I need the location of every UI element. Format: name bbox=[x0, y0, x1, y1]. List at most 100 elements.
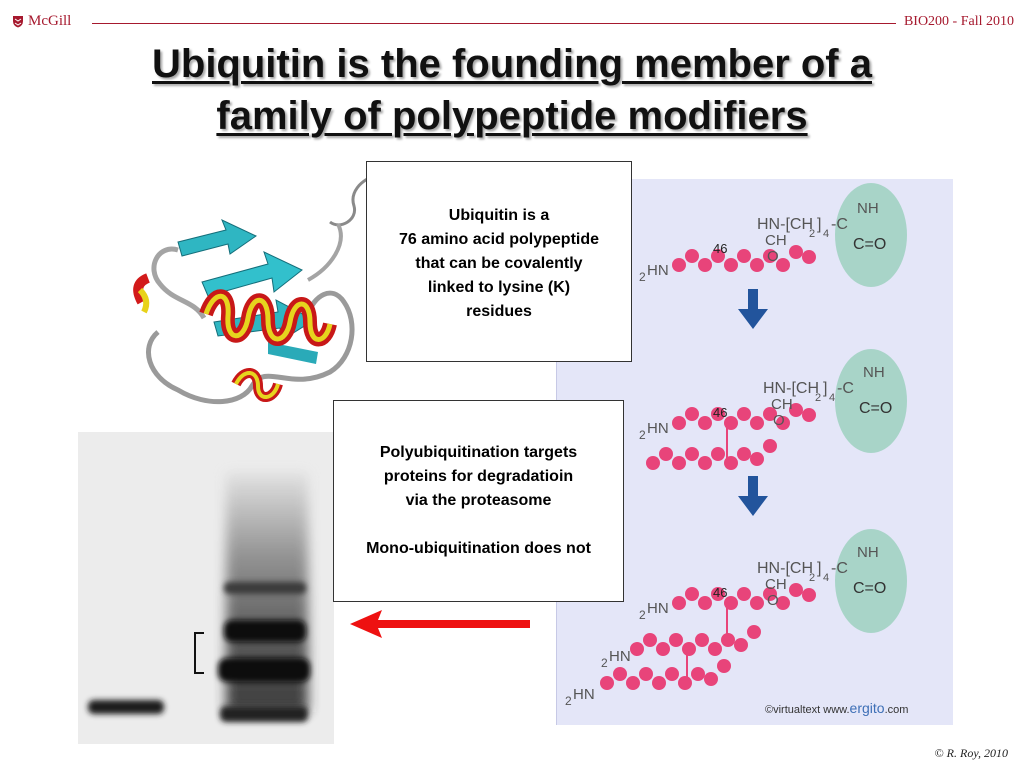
ubiquitin-chain-1-bead bbox=[711, 249, 725, 263]
target-protein-oval-3 bbox=[835, 529, 907, 633]
header-rule bbox=[92, 23, 896, 24]
ubiquitin-chain-3c-bead bbox=[717, 659, 731, 673]
slide-title-line-2: family of polypeptide modifiers bbox=[216, 94, 808, 138]
ubiquitin-chain-2a-bead bbox=[685, 407, 699, 421]
ubiquitin-chain-3c-bead bbox=[626, 676, 640, 690]
ubiquitin-chain-3b-bead bbox=[721, 633, 735, 647]
ubiquitin-chain-3b-bead bbox=[669, 633, 683, 647]
ubiquitin-chain-1-bead bbox=[698, 258, 712, 272]
blot-band-monomer bbox=[88, 700, 164, 714]
structure-callout-line-2: 76 amino acid polypeptide bbox=[398, 231, 600, 248]
ubiquitin-chain-2b-bead bbox=[763, 439, 777, 453]
blot-band-2 bbox=[224, 620, 306, 642]
lysine-46-label: 46 bbox=[713, 241, 727, 256]
ubiquitin-chain-2b-bead bbox=[737, 447, 751, 461]
blot-band-3 bbox=[218, 658, 310, 682]
side-chain-sub2-1: 2 bbox=[809, 228, 815, 240]
target-protein-oval-1 bbox=[835, 183, 907, 287]
ubiquitin-chain-2b bbox=[646, 439, 777, 470]
credit-site-suffix: .com bbox=[884, 704, 909, 716]
ubiquitin-chain-3a-bead bbox=[802, 588, 816, 602]
amino-terminus-3: HN bbox=[647, 600, 669, 617]
blot-band-4 bbox=[220, 706, 308, 722]
diagram-credit: ©virtualtext www.ergito.com bbox=[765, 700, 908, 716]
side-chain-close-3: ] bbox=[817, 560, 821, 577]
ubiquitin-chain-2b-bead bbox=[672, 456, 686, 470]
amino-terminus-3-subscript: 2 bbox=[639, 608, 646, 622]
amino-terminus-1: HN bbox=[647, 262, 669, 279]
ubiquitin-chain-3a-bead bbox=[789, 583, 803, 597]
ubiquitin-chain-1-bead bbox=[776, 258, 790, 272]
structure-callout-line-3: that can be covalently bbox=[415, 255, 583, 272]
ubiquitin-chain-3a-bead bbox=[750, 596, 764, 610]
ubiquitin-chain-2a-bead bbox=[802, 408, 816, 422]
ubiquitin-chain-2a-bead bbox=[724, 416, 738, 430]
ubiquitin-chain-3b-bead bbox=[708, 642, 722, 656]
function-callout: Polyubiquitination targets proteins for … bbox=[333, 400, 624, 602]
backbone-ch-3: CH bbox=[765, 576, 787, 593]
ubiquitin-chain-3b-bead bbox=[695, 633, 709, 647]
function-callout-line-2: proteins for degradatioin bbox=[383, 468, 574, 485]
ubiquitin-chain-2b-bead bbox=[711, 447, 725, 461]
ubiquitin-chain-1 bbox=[672, 245, 816, 272]
ubiquitin-chain-3a bbox=[672, 583, 816, 610]
side-chain-close-2: ] bbox=[823, 380, 827, 397]
carbonyl-nh-1: NH bbox=[857, 200, 879, 217]
carbonyl-co-3: C=O bbox=[853, 580, 886, 597]
ubiquitin-chain-2a-bead bbox=[672, 416, 686, 430]
red-pointer-arrow bbox=[350, 610, 530, 638]
ubiquitin-chain-1-bead bbox=[672, 258, 686, 272]
ubiquitin-chain-2b-bead bbox=[724, 456, 738, 470]
backbone-ch-2: CH bbox=[771, 396, 793, 413]
ubiquitin-chain-3a-bead bbox=[776, 596, 790, 610]
lysine-46-label: 46 bbox=[713, 585, 727, 600]
ubiquitin-chain-3c-bead bbox=[704, 672, 718, 686]
ubiquitin-chain-3c-bead bbox=[639, 667, 653, 681]
ubiquitin-ribbon-structure bbox=[133, 172, 380, 405]
ubiquitin-chain-3b-bead bbox=[656, 642, 670, 656]
slide-title-line-1: Ubiquitin is the founding member of a bbox=[152, 42, 872, 86]
ubiquitin-chain-2b-bead bbox=[750, 452, 764, 466]
backbone-o-3: O bbox=[767, 592, 779, 609]
ubiquitin-chain-2a-bead bbox=[711, 407, 725, 421]
ubiquitin-chain-3c-bead bbox=[613, 667, 627, 681]
carbonyl-co-2: C=O bbox=[859, 400, 892, 417]
ubiquitin-chain-1-bead bbox=[802, 250, 816, 264]
ubiquitin-chain-1-bead bbox=[789, 245, 803, 259]
ubiquitin-chain-3c-bead bbox=[600, 676, 614, 690]
function-callout-line-1: Polyubiquitination targets bbox=[379, 444, 578, 461]
credit-publisher: ©virtualtext bbox=[765, 704, 821, 716]
credit-site-prefix: www. bbox=[823, 704, 850, 716]
ubiquitin-chain-3a-bead bbox=[698, 596, 712, 610]
backbone-o-1: O bbox=[767, 248, 779, 265]
carbonyl-co-1: C=O bbox=[853, 236, 886, 253]
structure-callout-line-4: linked to lysine (K) bbox=[427, 279, 571, 296]
amino-terminus-2: HN bbox=[647, 420, 669, 437]
side-chain-head-2: HN-[CH bbox=[763, 380, 819, 397]
ubiquitin-chain-2a bbox=[672, 403, 816, 430]
structure-callout-line-1: Ubiquitin is a bbox=[448, 207, 550, 224]
ubiquitin-chain-3a-bead bbox=[672, 596, 686, 610]
amino-terminus-3c-subscript: 2 bbox=[565, 694, 572, 708]
amino-terminus-1-subscript: 2 bbox=[639, 270, 646, 284]
function-callout-line-4: Mono-ubiquitination does not bbox=[366, 540, 591, 557]
ubiquitin-chain-3b-bead bbox=[682, 642, 696, 656]
blot-bands bbox=[88, 472, 310, 722]
ubiquitin-chain-3b-bead bbox=[734, 638, 748, 652]
amino-terminus-3c: HN bbox=[573, 686, 595, 703]
western-blot-image bbox=[78, 432, 334, 744]
backbone-o-2: O bbox=[773, 412, 785, 429]
carbonyl-nh-2: NH bbox=[863, 364, 885, 381]
ubiquitin-chain-3b-bead bbox=[747, 625, 761, 639]
ubiquitin-chain-2a-bead bbox=[737, 407, 751, 421]
side-chain-link-3: -C bbox=[831, 560, 848, 577]
ubiquitin-chain-2b-bead bbox=[698, 456, 712, 470]
step-arrow-1-icon bbox=[738, 289, 768, 329]
carbonyl-nh-3: NH bbox=[857, 544, 879, 561]
slide-title: Ubiquitin is the founding member of a fa… bbox=[0, 38, 1024, 142]
ubiquitin-chain-1-bead bbox=[724, 258, 738, 272]
amino-terminus-2-subscript: 2 bbox=[639, 428, 646, 442]
ubiquitin-chain-2a-bead bbox=[763, 407, 777, 421]
amino-terminus-3b-subscript: 2 bbox=[601, 656, 608, 670]
